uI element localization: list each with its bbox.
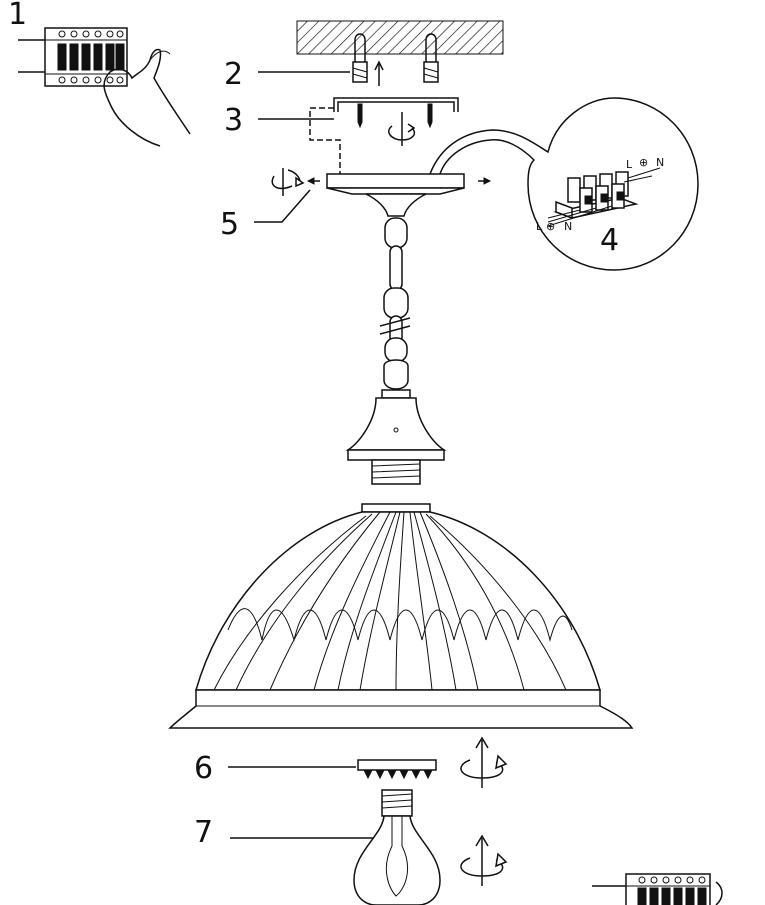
step-5-label: 5 [220,207,239,242]
breaker-switches [57,43,125,71]
terminal-label-neutral-top: N [656,156,664,169]
light-bulb [353,789,441,905]
glass-shade [168,503,634,729]
shade-locking-ring [357,759,437,780]
terminal-label-earth-top: ⊕ [639,156,648,169]
terminal-label-live-top: L [626,158,633,171]
wiring-detail-callout: L ⊕ N L ⊕ N [429,97,699,271]
step-6-label: 6 [194,751,213,786]
breaker-panel-on-illustration [592,873,723,905]
step-1-label: 1 [8,0,27,32]
wall-plugs [352,33,439,83]
step-3-label: 3 [224,103,243,138]
ceiling [296,20,504,55]
suspension-chain [379,217,411,390]
ceiling-canopy [326,173,465,217]
arrow-up-icon [374,60,384,86]
mounting-bracket [333,97,459,129]
terminal-label-neutral-bottom: N [564,220,572,233]
arrow-left-icon [306,177,320,185]
terminal-label-earth-bottom: ⊕ [546,220,555,233]
terminal-label-live-bottom: L [536,220,543,233]
step-7-label: 7 [194,815,213,850]
lamp-holder [345,389,447,485]
step-4-label: 4 [600,223,619,258]
rotate-ring-icon [460,736,508,788]
breaker-panel-off-illustration [18,27,191,147]
arrow-right-icon [478,177,492,185]
rotate-canopy-icon [271,168,305,196]
step-2-label: 2 [224,57,243,92]
rotate-bulb-icon [460,834,508,886]
rotate-screw-icon [388,112,416,146]
